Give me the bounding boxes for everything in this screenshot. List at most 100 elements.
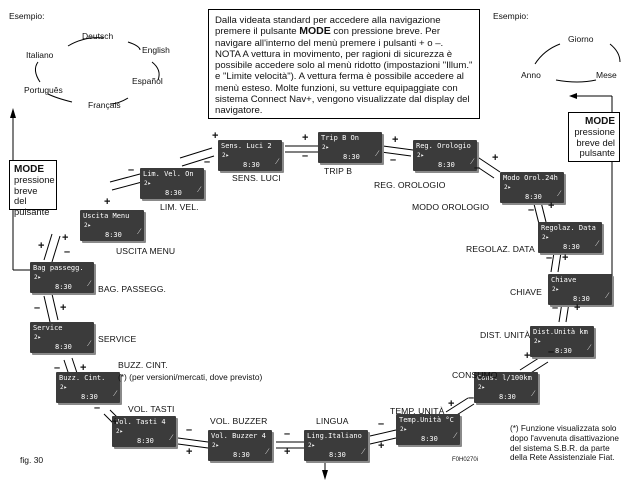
display-modo-orologio: Modo Orol.24h 2▸ 8:30 ⁄: [500, 172, 564, 203]
minus-sign: –: [548, 346, 555, 358]
plus-sign: +: [492, 152, 499, 164]
example-label-left: Esempio:: [9, 11, 45, 21]
display-screen-text: Trip B On: [321, 134, 359, 142]
date-mese: Mese: [596, 70, 617, 80]
status-icon: 2▸: [222, 152, 230, 159]
display-screen-text: Vol. Tasti 4: [115, 418, 166, 426]
instruction-note: Dalla videata standard per accedere alla…: [208, 9, 480, 119]
menu-label-lim-vel: LIM. VEL.: [160, 202, 199, 212]
date-giorno: Giorno: [568, 34, 594, 44]
menu-label-sens-luci: SENS. LUCI: [232, 173, 281, 183]
minus-sign: –: [378, 418, 385, 430]
menu-label-temp-unita: TEMP. UNITÀ: [390, 406, 445, 416]
status-icon: 2▸: [116, 428, 124, 435]
menu-label-reg-orologio: REG. OROLOGIO: [374, 180, 446, 190]
status-icon: 2▸: [84, 222, 92, 229]
plus-sign: +: [448, 398, 455, 410]
display-screen-text: Ling.Italiano: [307, 432, 362, 440]
wrench-icon: ⁄: [532, 389, 534, 398]
plus-sign: +: [212, 130, 219, 142]
display-screen-text: Buzz. Cint.: [59, 374, 106, 382]
plus-sign: +: [524, 350, 531, 362]
display-screen-text: Cons. l/100km: [477, 374, 532, 382]
figure-code: F0H0270i: [452, 457, 479, 463]
note-mode: MODE: [299, 25, 331, 38]
wrench-icon: ⁄: [558, 189, 560, 198]
example-label-right: Esempio:: [493, 11, 529, 21]
display-time: 8:30: [343, 153, 360, 161]
wrench-icon: ⁄: [170, 433, 172, 442]
status-icon: 2▸: [34, 334, 42, 341]
plus-sign: +: [80, 362, 87, 374]
wrench-icon: ⁄: [588, 343, 590, 352]
wrench-icon: ⁄: [606, 291, 608, 300]
wrench-icon: ⁄: [471, 157, 473, 166]
plus-sign: +: [62, 232, 69, 244]
display-time: 8:30: [81, 393, 98, 401]
display-screen-text: Modo Orol.24h: [503, 174, 558, 182]
plus-sign: +: [284, 446, 291, 458]
note-p2: NOTA A vettura in movimento, per ragioni…: [215, 48, 473, 117]
wrench-icon: ⁄: [376, 149, 378, 158]
figure-number: fig. 30: [20, 455, 44, 465]
minus-sign: –: [546, 252, 553, 264]
display-time: 8:30: [243, 161, 260, 169]
status-icon: 2▸: [542, 234, 550, 241]
menu-label-dist-unita: DIST. UNITÀ: [480, 330, 531, 340]
plus-sign: +: [562, 252, 569, 264]
display-buzz-cint: Buzz. Cint.2▸8:30⁄: [56, 372, 120, 403]
buzz-note: (*) (per versioni/mercati, dove previsto…: [118, 372, 263, 382]
language-francais: Français: [88, 100, 121, 110]
mode-title-right: MODE: [585, 116, 615, 127]
display-time: 8:30: [563, 243, 580, 251]
plus-sign: +: [104, 196, 111, 208]
minus-sign: –: [468, 392, 475, 404]
minus-sign: –: [528, 204, 535, 216]
display-time: 8:30: [329, 451, 346, 459]
display-time: 8:30: [55, 283, 72, 291]
minus-sign: –: [128, 164, 135, 176]
menu-label-vol-tasti: VOL. TASTI: [128, 404, 175, 414]
status-icon: 2▸: [478, 384, 486, 391]
minus-sign: –: [94, 402, 101, 414]
plus-sign: +: [60, 302, 67, 314]
menu-label-consumo: CONSUMO: [452, 370, 498, 380]
wrench-icon: ⁄: [138, 227, 140, 236]
status-icon: 2▸: [308, 442, 316, 449]
minus-sign: –: [284, 428, 291, 440]
display-screen-text: Uscita Menu: [83, 212, 130, 220]
plus-sign: +: [112, 416, 119, 428]
status-icon: 2▸: [34, 274, 42, 281]
display-screen-text: Reg. Orologio: [416, 142, 471, 150]
status-icon: 2▸: [504, 184, 512, 191]
display-time: 8:30: [105, 231, 122, 239]
mode-text-right: pressione breve del pulsante: [574, 126, 615, 159]
minus-sign: –: [64, 246, 71, 258]
mode-text-left: pressione breve del pulsante: [14, 174, 55, 217]
note-p1-c: con pressione breve. Per navigare all'in…: [215, 26, 444, 49]
menu-label-uscita-menu: USCITA MENU: [116, 246, 176, 256]
menu-label-lingua: LINGUA: [316, 416, 349, 426]
plus-sign: +: [378, 440, 385, 452]
display-screen-text: Sens. Luci 2: [221, 142, 272, 150]
wrench-icon: ⁄: [596, 239, 598, 248]
language-portugues: Português: [24, 85, 63, 95]
date-anno: Anno: [521, 70, 541, 80]
minus-sign: –: [186, 424, 193, 436]
menu-label-buzz-cint: BUZZ. CINT.: [118, 360, 168, 370]
display-screen-text: Bag passegg.: [33, 264, 84, 272]
wrench-icon: ⁄: [88, 339, 90, 348]
menu-label-vol-buzzer: VOL. BUZZER: [210, 416, 268, 426]
display-time: 8:30: [525, 193, 542, 201]
minus-sign: –: [34, 302, 41, 314]
minus-sign: –: [390, 154, 397, 166]
language-espanol: Español: [132, 76, 163, 86]
